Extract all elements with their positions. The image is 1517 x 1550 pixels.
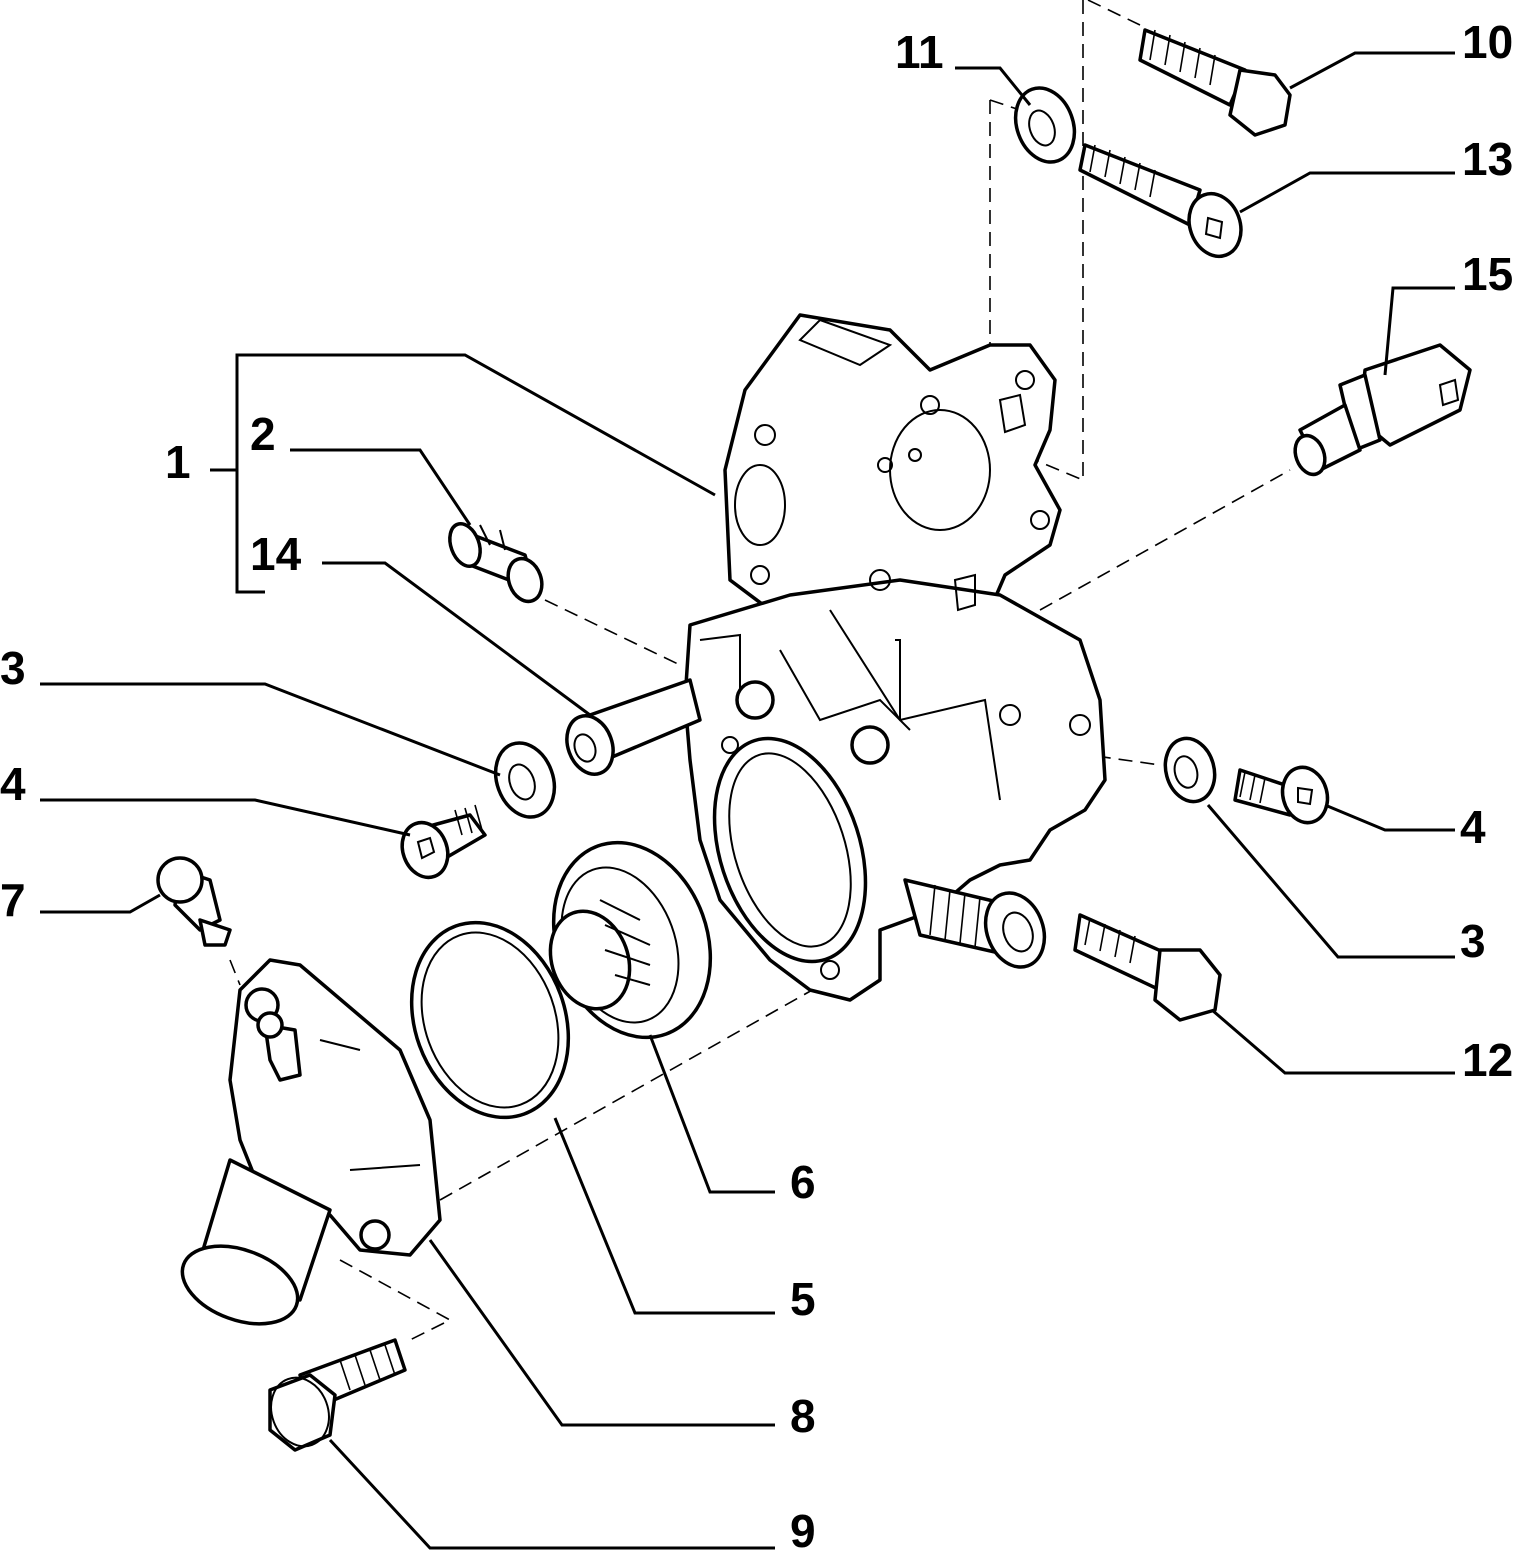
flanged-bolt-right (1073, 913, 1222, 1022)
callout-7: 7 (0, 874, 26, 926)
leader-lines (40, 51, 1455, 1550)
callout-8: 8 (790, 1390, 816, 1442)
temperature-sensor (1293, 343, 1472, 477)
callout-labels: 1 2 3 3 4 4 5 6 7 8 9 10 11 12 13 14 15 (0, 16, 1513, 1550)
thermostat-housing (683, 313, 1107, 1002)
socket-screw-right (1233, 765, 1330, 825)
callout-3-left: 3 (0, 642, 26, 694)
o-ring-seal (409, 920, 571, 1120)
callout-14: 14 (250, 528, 302, 580)
callout-6: 6 (790, 1156, 816, 1208)
callout-12: 12 (1462, 1034, 1513, 1086)
callout-4-right: 4 (1460, 801, 1486, 853)
washer-top (1013, 86, 1077, 164)
callout-2: 2 (250, 408, 276, 460)
locating-pin (565, 678, 702, 776)
bleed-screw (156, 856, 302, 1082)
callout-5: 5 (790, 1273, 816, 1325)
sealing-washer-left (493, 741, 557, 819)
flanged-bolt-bottom (268, 1338, 407, 1452)
callout-13: 13 (1462, 133, 1513, 185)
hex-bolt-top (1138, 28, 1292, 137)
long-socket-screw (1078, 143, 1243, 259)
callout-4-left: 4 (0, 758, 26, 810)
callout-11: 11 (895, 26, 944, 78)
callout-10: 10 (1462, 16, 1513, 68)
callout-9: 9 (790, 1505, 816, 1550)
callout-3-right: 3 (1460, 915, 1486, 967)
sealing-washer-right (1163, 736, 1217, 804)
callout-15: 15 (1462, 248, 1513, 300)
thermostat (548, 840, 713, 1040)
outlet-cover (180, 958, 442, 1326)
dowel-sleeve (448, 522, 544, 604)
callout-1: 1 (165, 436, 191, 488)
socket-screw-left (400, 804, 487, 880)
